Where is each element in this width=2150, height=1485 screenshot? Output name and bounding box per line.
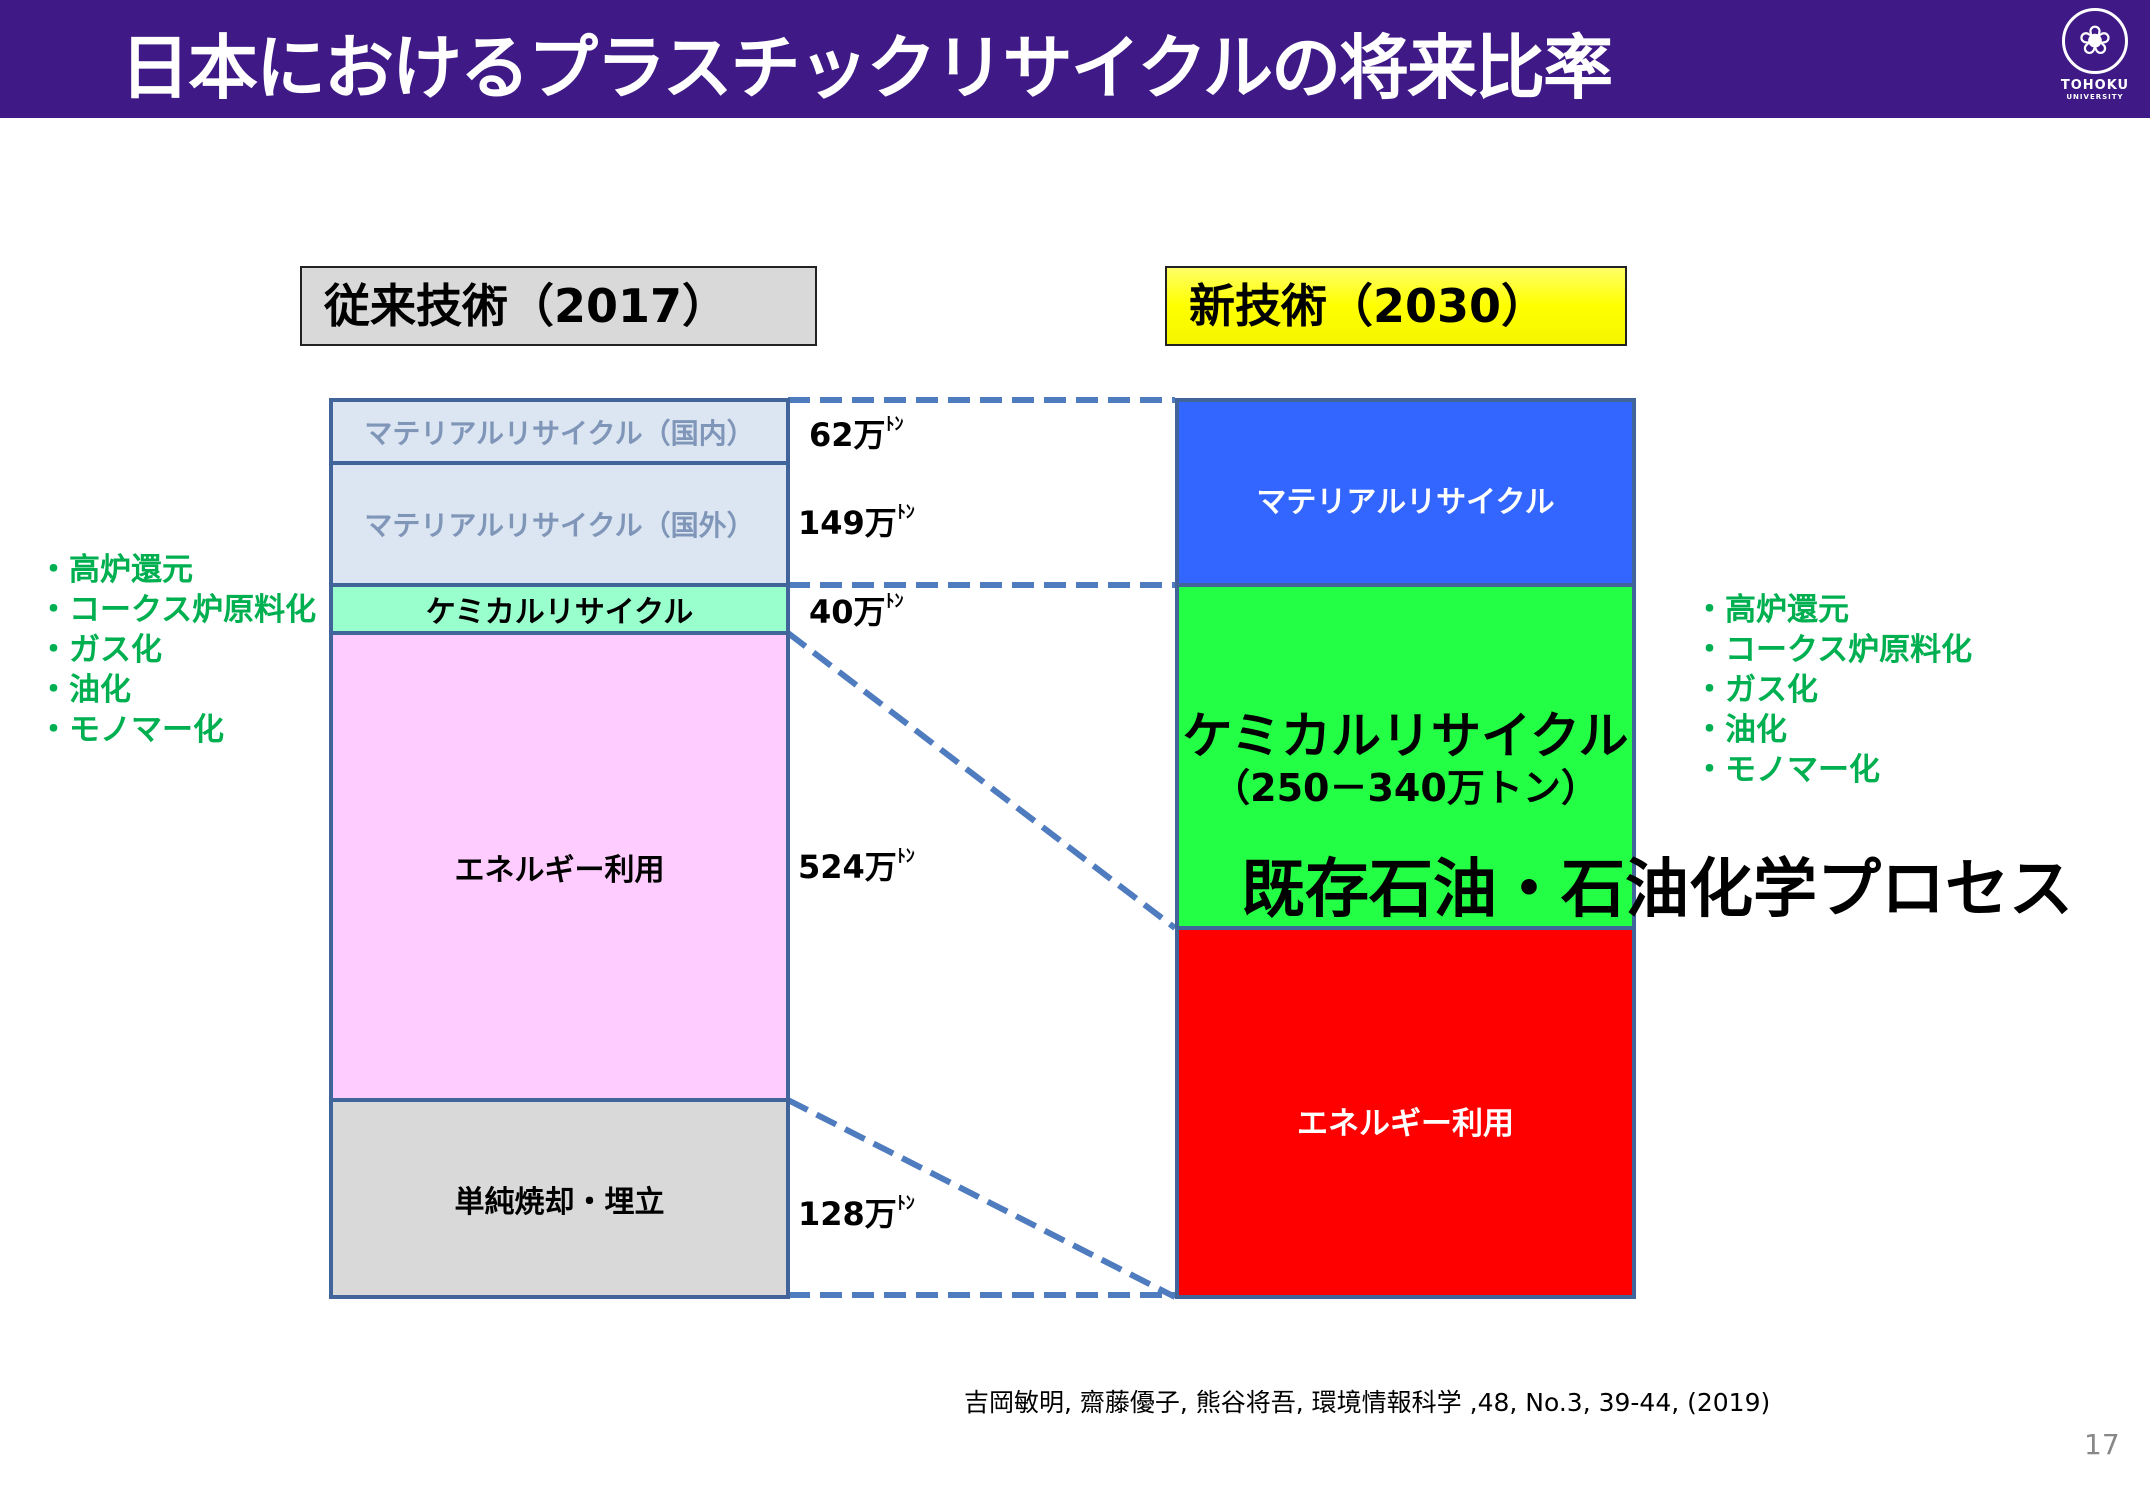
page-number: 17 (2084, 1428, 2120, 1461)
method-item: ・油化 (38, 672, 131, 708)
method-item: ・ガス化 (38, 632, 162, 668)
new-chemical-label: ケミカルリサイクル (1182, 707, 1629, 765)
method-item: ・コークス炉原料化 (38, 592, 317, 628)
existing-process-label: 既存石油・石油化学プロセス (1241, 853, 2073, 927)
amount-chemical: 40万ﾄﾝ (809, 591, 904, 631)
chemical-methods-left: ・高炉還元 ・コークス炉原料化 ・ガス化 ・油化 ・モノマー化 (38, 550, 316, 750)
logo-emblem-icon: ❀ (2062, 8, 2128, 74)
method-item: ・高炉還元 (38, 552, 193, 588)
logo-text: TOHOKU (2060, 78, 2130, 93)
new-chemical-amount: （250－340万トン） (1212, 766, 1599, 810)
old-segment-chemical: ケミカルリサイクル (329, 583, 790, 635)
new-tech-heading: 新技術（2030） (1165, 266, 1627, 346)
amount-material-domestic: 62万ﾄﾝ (809, 414, 904, 454)
citation: 吉岡敏明, 齋藤優子, 熊谷将吾, 環境情報科学 ,48, No.3, 39-4… (964, 1388, 1771, 1417)
header-bar (0, 0, 2150, 118)
method-item: ・モノマー化 (1694, 752, 1880, 788)
amount-incineration: 128万ﾄﾝ (798, 1193, 915, 1233)
old-segment-energy: エネルギー利用 (329, 631, 790, 1102)
slide-title: 日本におけるプラスチックリサイクルの将来比率 (120, 27, 1613, 109)
method-item: ・油化 (1694, 712, 1787, 748)
method-item: ・モノマー化 (38, 712, 224, 748)
old-segment-material-domestic: マテリアルリサイクル（国内） (329, 398, 790, 465)
old-segment-material-overseas: マテリアルリサイクル（国外） (329, 461, 790, 587)
method-item: ・コークス炉原料化 (1694, 632, 1973, 668)
dashed-line (786, 630, 1177, 931)
new-segment-energy: エネルギー利用 (1175, 926, 1636, 1299)
amount-material-overseas: 149万ﾄﾝ (798, 502, 915, 542)
tohoku-university-logo: ❀ TOHOKU UNIVERSITY (2050, 8, 2140, 113)
amount-energy: 524万ﾄﾝ (798, 846, 915, 886)
method-item: ・高炉還元 (1694, 592, 1849, 628)
old-tech-heading: 従来技術（2017） (300, 266, 817, 346)
method-item: ・ガス化 (1694, 672, 1818, 708)
old-segment-incineration: 単純焼却・埋立 (329, 1098, 790, 1299)
logo-subtext: UNIVERSITY (2066, 93, 2124, 101)
dashed-line (786, 1097, 1177, 1300)
new-segment-material: マテリアルリサイクル (1175, 398, 1636, 587)
new-segment-chemical: ケミカルリサイクル （250－340万トン） (1175, 583, 1636, 930)
chemical-methods-right: ・高炉還元 ・コークス炉原料化 ・ガス化 ・油化 ・モノマー化 (1694, 590, 1972, 790)
